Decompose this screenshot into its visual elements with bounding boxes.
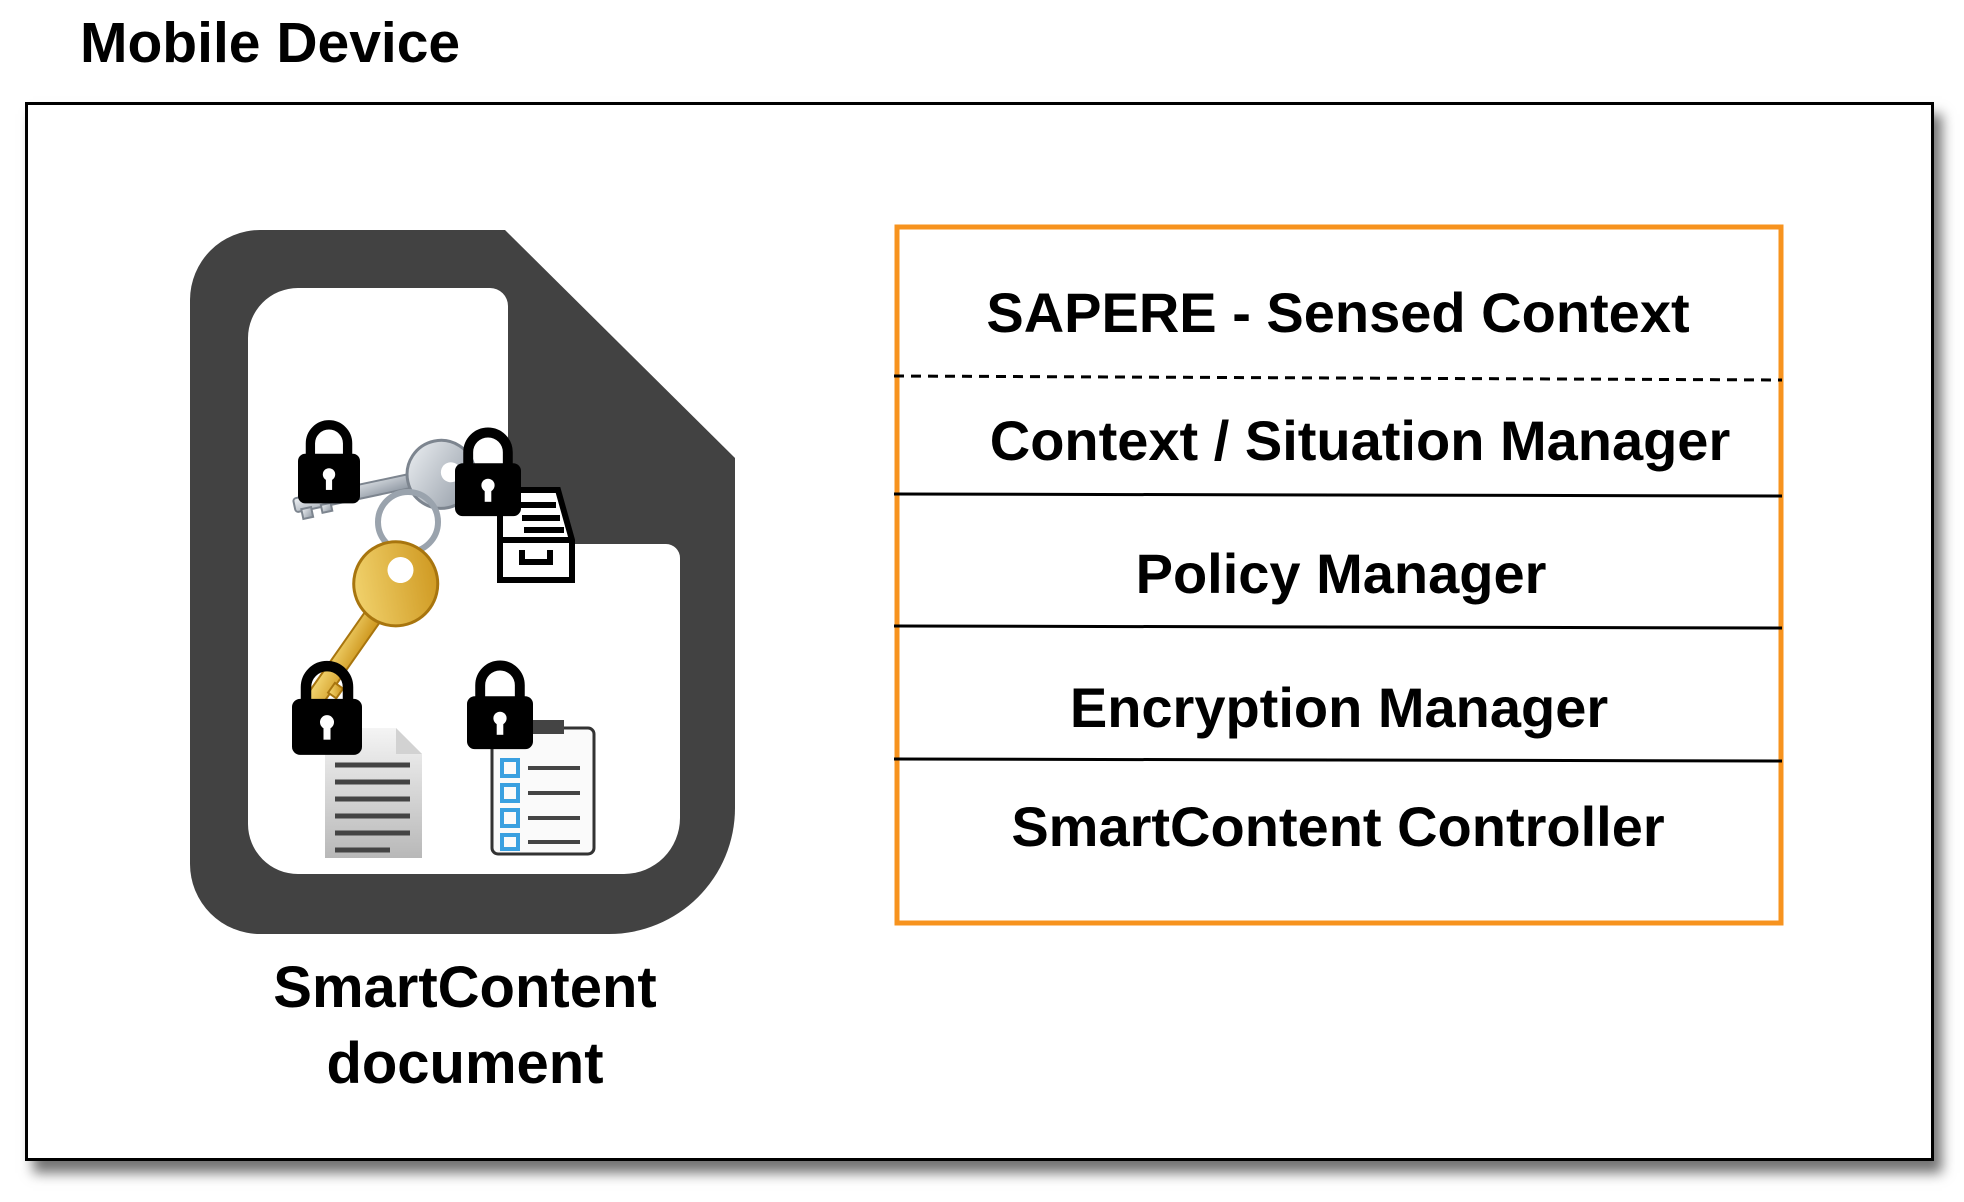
layer-context-situation-manager: Context / Situation Manager [989, 409, 1731, 472]
document-caption: SmartContent document [200, 950, 730, 1102]
layer-divider [894, 757, 1783, 763]
layer-encryption-manager: Encryption Manager [1069, 676, 1609, 739]
dashed-divider [894, 374, 1783, 382]
document-caption-line1: SmartContent [273, 955, 657, 1020]
document-caption-line2: document [326, 1031, 604, 1096]
document-icon [190, 230, 735, 934]
architecture-stack [894, 224, 1784, 926]
checklist-icon [490, 720, 596, 856]
layer-policy-manager: Policy Manager [1135, 542, 1547, 605]
stack-border [894, 224, 1784, 926]
layer-smartcontent-controller: SmartContent Controller [1011, 795, 1665, 858]
layer-sapere-sensed-context: SAPERE - Sensed Context [986, 281, 1690, 344]
layer-divider [894, 624, 1783, 630]
text-file-icon [325, 728, 422, 858]
layer-divider [894, 492, 1783, 498]
page-title: Mobile Device [80, 11, 461, 75]
